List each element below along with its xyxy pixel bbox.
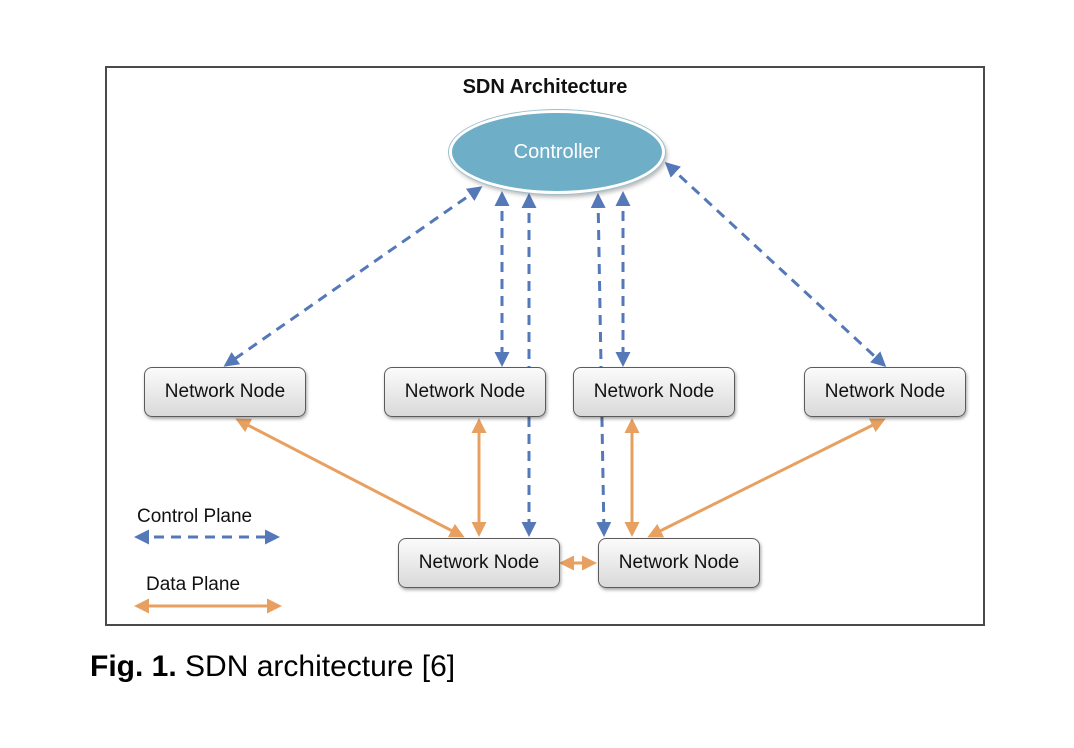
- data-plane-links: [134, 418, 886, 614]
- controller-node: Controller: [449, 110, 665, 194]
- network-node-top-1: Network Node: [144, 367, 306, 417]
- network-node-top-2: Network Node: [384, 367, 546, 417]
- figure-caption: Fig. 1. SDN architecture [6]: [90, 650, 455, 684]
- control-link-node-4: [664, 161, 887, 368]
- network-node-top-4: Network Node: [804, 367, 966, 417]
- network-node-bottom-left: Network Node: [398, 538, 560, 588]
- figure-caption-label: Fig. 1.: [90, 650, 177, 683]
- network-node-bottom-right: Network Node: [598, 538, 760, 588]
- figure-caption-text: SDN architecture [6]: [185, 650, 456, 683]
- legend-data-plane-label: Data Plane: [146, 574, 241, 595]
- control-link-node-1: [223, 186, 483, 367]
- diagram-title: SDN Architecture: [462, 76, 628, 98]
- data-link-node-4: [647, 418, 886, 538]
- legend-control-plane-label: Control Plane: [137, 506, 253, 527]
- control-link-bottom-right: [590, 193, 612, 537]
- network-node-top-3: Network Node: [573, 367, 735, 417]
- control-plane-links: [134, 161, 887, 545]
- data-link-node-1: [235, 418, 465, 538]
